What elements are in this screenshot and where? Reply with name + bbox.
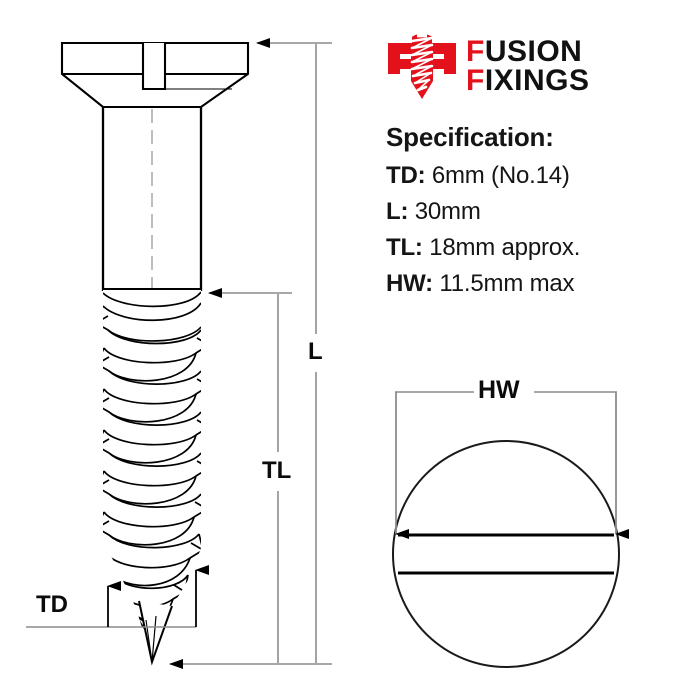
head-slot bbox=[141, 43, 167, 91]
spec-value-l: 30mm bbox=[414, 198, 481, 225]
brand-line-2-cap: F bbox=[466, 64, 485, 97]
screw-side-view bbox=[60, 41, 250, 666]
dimension-label-TD: TD bbox=[36, 591, 68, 618]
brand-wordmark: FUSION FIXINGS bbox=[466, 35, 590, 97]
dimension-overall-length bbox=[169, 38, 332, 669]
dimension-label-HW: HW bbox=[478, 376, 520, 404]
dimension-thread-diameter bbox=[26, 565, 209, 628]
spec-key-l: L: bbox=[386, 198, 409, 225]
dimension-label-TL: TL bbox=[262, 457, 292, 484]
spec-row-l: L: 30mm bbox=[386, 198, 686, 226]
brand-line-2: FIXINGS bbox=[466, 64, 590, 97]
spec-key-tl: TL: bbox=[386, 234, 423, 261]
brand-line-1-rest: USION bbox=[484, 35, 583, 69]
brand-logo: FUSION FIXINGS bbox=[386, 28, 686, 106]
dimension-thread-length bbox=[208, 288, 292, 663]
spec-row-hw: HW: 11.5mm max bbox=[386, 270, 686, 298]
point-crease bbox=[151, 615, 157, 663]
specification-list: TD: 6mm (No.14) L: 30mm TL: 18mm approx.… bbox=[386, 162, 686, 298]
spec-value-tl: 18mm approx. bbox=[429, 234, 581, 261]
plain-shank bbox=[101, 107, 203, 291]
fusion-fixings-screw-logo-icon bbox=[388, 34, 456, 99]
head-circle bbox=[392, 440, 620, 668]
spec-row-td: TD: 6mm (No.14) bbox=[386, 162, 686, 190]
spec-value-hw: 11.5mm max bbox=[439, 270, 575, 297]
spec-key-hw: HW: bbox=[386, 270, 433, 297]
spec-key-td: TD: bbox=[386, 162, 426, 189]
screw-head-top-view bbox=[392, 391, 629, 668]
info-panel: FUSION FIXINGS Specification: TD: 6mm (N… bbox=[386, 28, 686, 306]
dimension-label-L: L bbox=[308, 338, 323, 365]
brand-line-1-cap: F bbox=[466, 35, 485, 69]
brand-line-1: FUSION bbox=[466, 35, 590, 69]
brand-line-2-rest: IXINGS bbox=[484, 64, 590, 97]
specification-heading: Specification: bbox=[386, 122, 554, 152]
spec-row-tl: TL: 18mm approx. bbox=[386, 234, 686, 262]
spec-value-td: 6mm (No.14) bbox=[431, 162, 570, 189]
